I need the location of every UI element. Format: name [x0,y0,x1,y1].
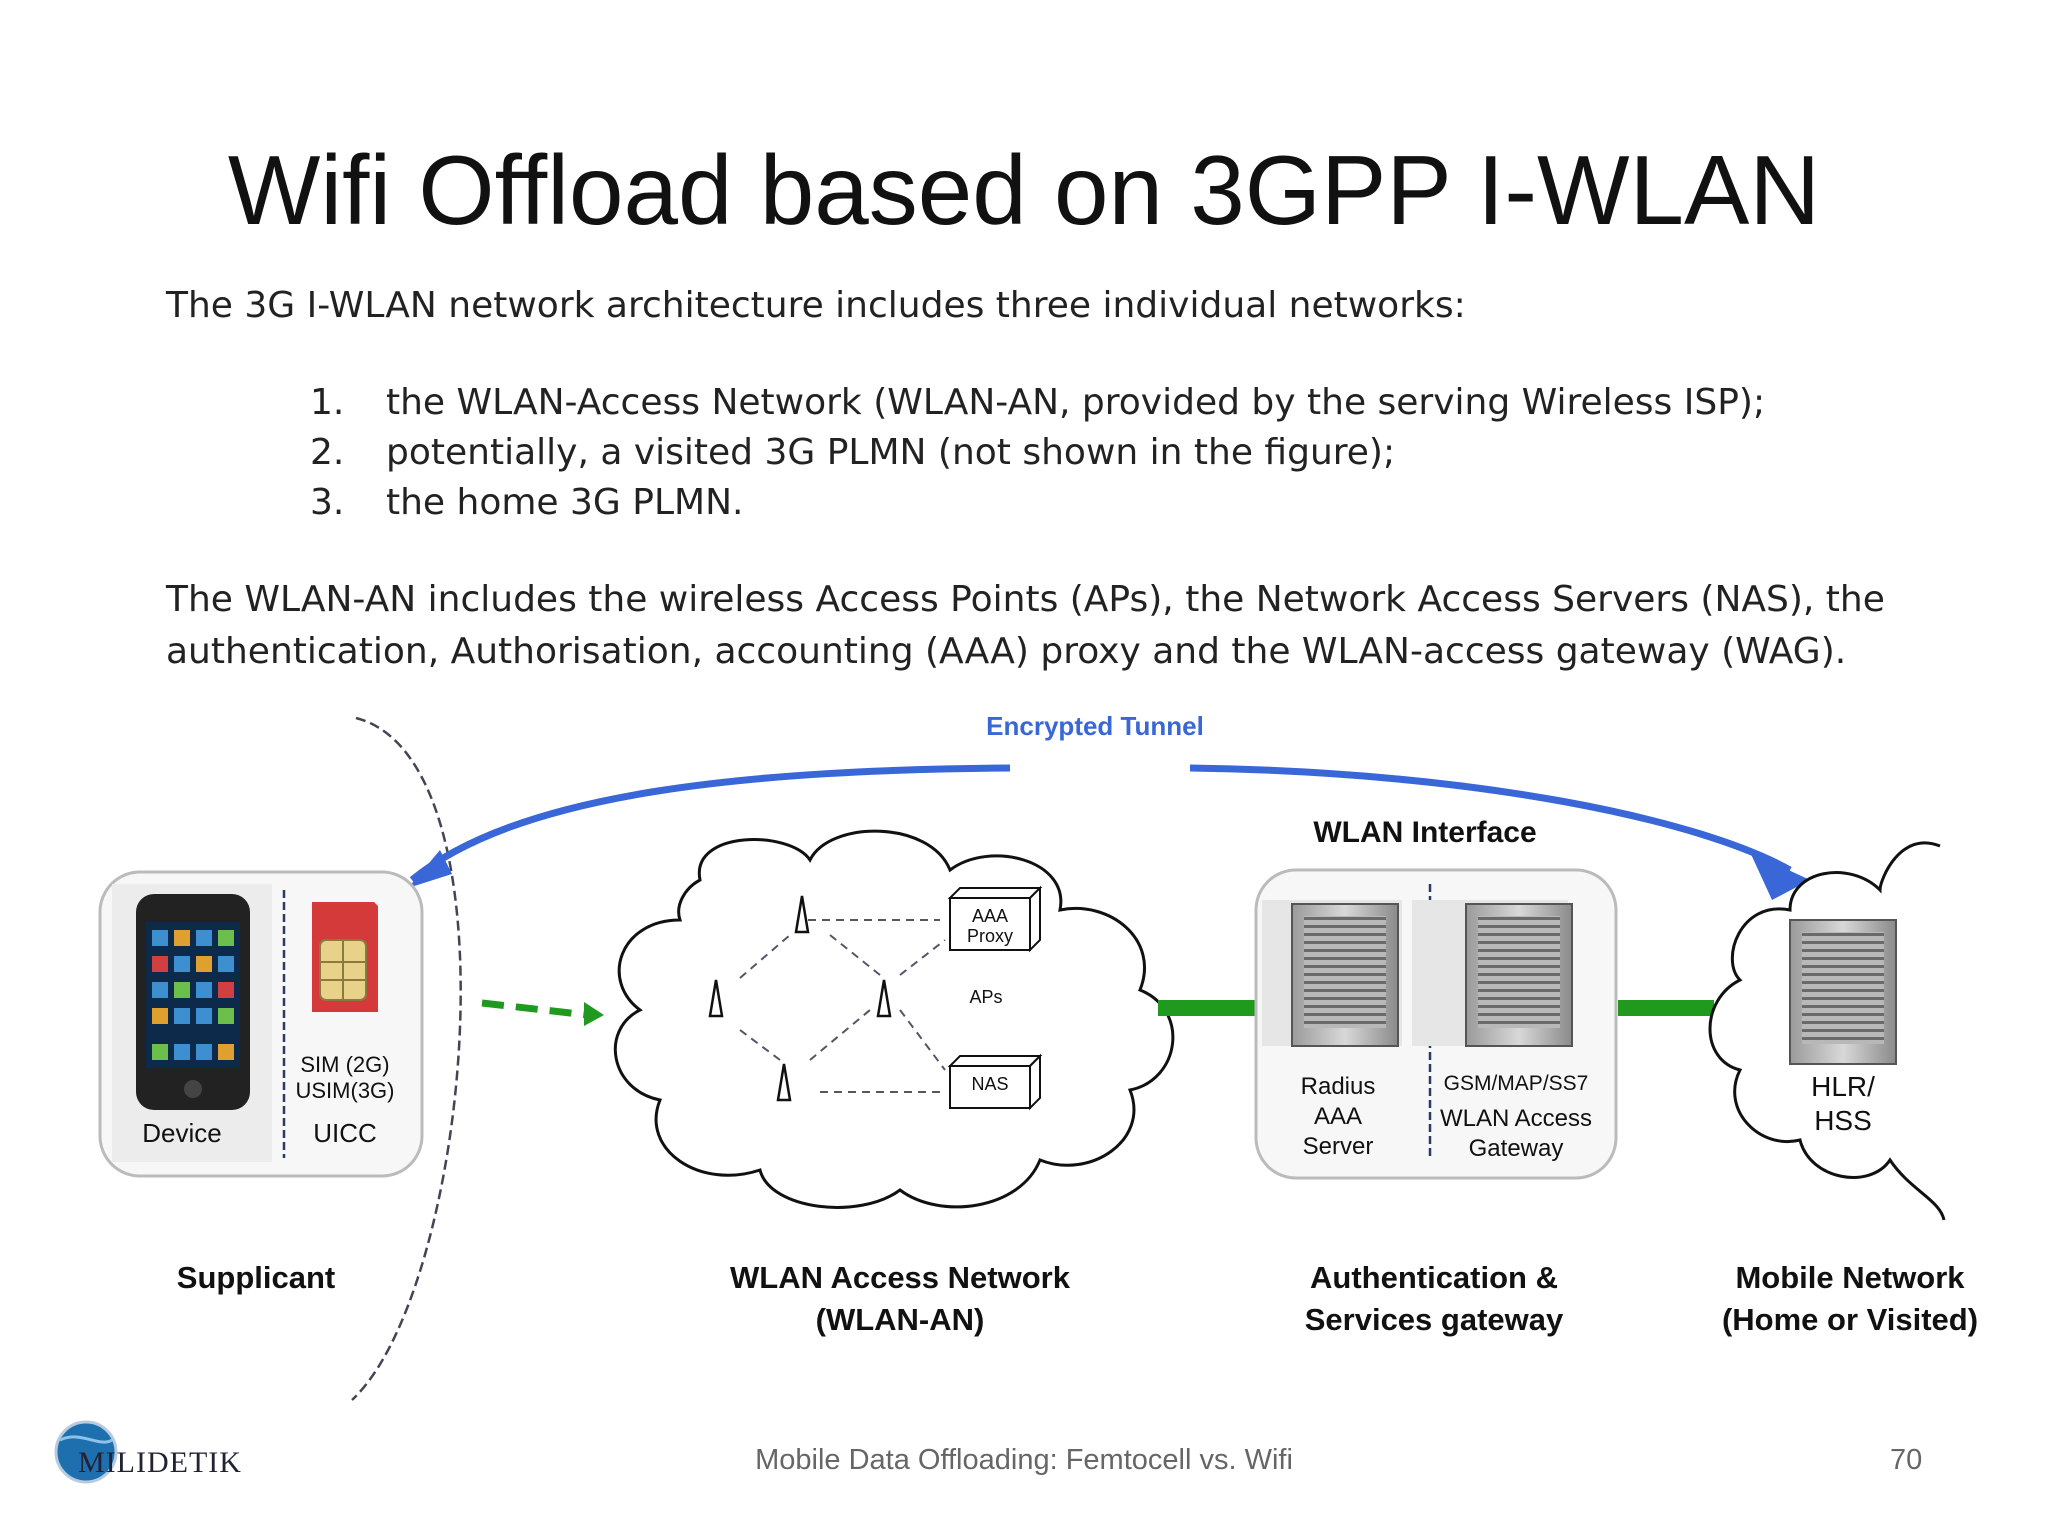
list-number: 3. [310,482,345,523]
radius-label-1: Radius [1301,1073,1376,1100]
list-number: 1. [310,382,345,423]
gateway-label-1: GSM/MAP/SS7 [1444,1072,1589,1095]
aaa-proxy-label-1: AAA [972,906,1008,926]
logo-text: MILIDETIK [78,1446,242,1479]
sim-card-icon [312,902,378,1012]
gateway-label-2: WLAN Access [1440,1105,1592,1132]
supplicant-label: Supplicant [177,1260,335,1295]
server-icon [1465,903,1573,1047]
list-text: the WLAN-Access Network (WLAN-AN, provid… [386,382,1766,423]
wlan-an-cloud [613,829,1175,1209]
list-text: the home 3G PLMN. [386,482,744,523]
aps-label: APs [969,987,1002,1007]
access-arrow [481,999,604,1026]
description-line: authentication, Authorisation, accountin… [166,631,1847,672]
network-list: 1. the WLAN-Access Network (WLAN-AN, pro… [310,378,1765,528]
hlr-label-2: HSS [1814,1105,1872,1136]
wlan-interface-label: WLAN Interface [1313,816,1536,849]
mobile-network-label-1: Mobile Network [1735,1260,1965,1295]
ap-links [739,919,946,1093]
mobile-network-label-2: (Home or Visited) [1722,1302,1978,1337]
ap-antenna-icon [708,895,892,1102]
uicc-label: UICC [313,1118,377,1148]
auth-label-1: Authentication & [1310,1260,1558,1295]
description-line: The WLAN-AN includes the wireless Access… [166,579,1885,620]
auth-label-2: Services gateway [1305,1302,1564,1337]
list-number: 2. [310,432,345,473]
list-item: 3. the home 3G PLMN. [310,478,1765,528]
link-gateway-to-hlr [1618,1000,1714,1016]
radius-label-3: Server [1303,1133,1374,1160]
intro-text: The 3G I-WLAN network architecture inclu… [166,285,1466,326]
radius-label-2: AAA [1314,1103,1362,1130]
list-item: 2. potentially, a visited 3G PLMN (not s… [310,428,1765,478]
wlan-an-label-2: (WLAN-AN) [816,1302,985,1337]
list-text: potentially, a visited 3G PLMN (not show… [386,432,1396,473]
hlr-label-1: HLR/ [1811,1071,1875,1102]
hlr-server-icon [1789,919,1897,1065]
gateway-label-3: Gateway [1469,1135,1564,1162]
server-icon [1291,903,1399,1047]
wlan-an-label-1: WLAN Access Network [730,1260,1071,1295]
tunnel-label: Encrypted Tunnel [986,711,1204,741]
nas-box: NAS [947,1053,1043,1111]
footer-title: Mobile Data Offloading: Femtocell vs. Wi… [755,1444,1293,1476]
milidetik-logo [54,1420,118,1484]
tunnel-arrowhead [1750,852,1810,900]
encrypted-tunnel-arc [409,764,1011,883]
link-wlan-to-gateway [1158,1000,1258,1016]
aaa-proxy-label-2: Proxy [967,926,1013,946]
sim-label: SIM (2G) [300,1052,389,1077]
supplicant-boundary [351,716,462,1401]
slide-title: Wifi Offload based on 3GPP I-WLAN [227,135,1821,245]
usim-label: USIM(3G) [296,1078,395,1103]
device-label: Device [142,1118,221,1148]
page-number: 70 [1890,1444,1923,1476]
phone-icon [136,894,250,1110]
aaa-proxy-box: AAA Proxy [947,885,1043,953]
wlan-an-description: The WLAN-AN includes the wireless Access… [166,574,1966,678]
list-item: 1. the WLAN-Access Network (WLAN-AN, pro… [310,378,1765,428]
nas-label: NAS [971,1074,1008,1094]
